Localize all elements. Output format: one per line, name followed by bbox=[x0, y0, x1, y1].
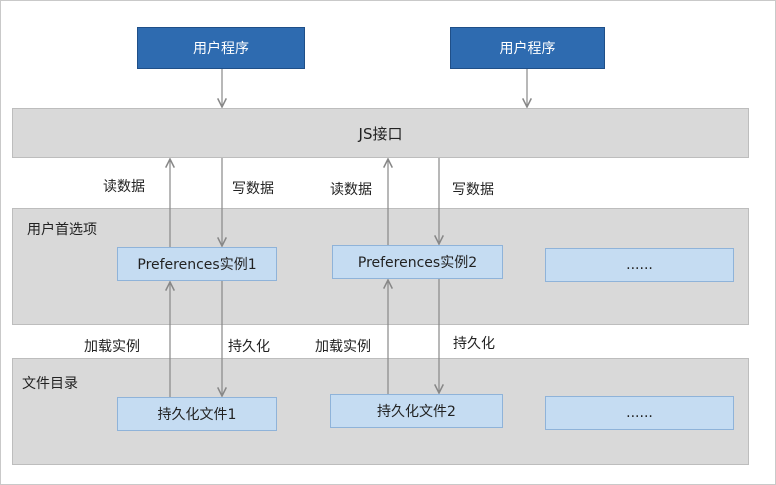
app-box-2: 用户程序 bbox=[450, 27, 605, 69]
preferences-instance-more: ...... bbox=[545, 248, 734, 282]
edge-label-persist-2: 持久化 bbox=[453, 336, 495, 352]
edge-label-read-2: 读数据 bbox=[330, 182, 372, 198]
file-directory-layer-title: 文件目录 bbox=[22, 376, 78, 392]
edge-label-persist-1: 持久化 bbox=[228, 339, 270, 355]
edge-label-write-2: 写数据 bbox=[452, 182, 494, 198]
persistent-file-1: 持久化文件1 bbox=[117, 397, 277, 431]
edge-label-load-2: 加载实例 bbox=[315, 339, 371, 355]
preferences-instance-1: Preferences实例1 bbox=[117, 247, 277, 281]
preferences-instance-2: Preferences实例2 bbox=[332, 245, 503, 279]
persistent-file-2: 持久化文件2 bbox=[330, 394, 503, 428]
edge-label-write-1: 写数据 bbox=[232, 181, 274, 197]
edge-label-read-1: 读数据 bbox=[103, 179, 145, 195]
preferences-layer-title: 用户首选项 bbox=[27, 222, 97, 238]
edge-label-load-1: 加载实例 bbox=[84, 339, 140, 355]
js-interface-layer: JS接口 bbox=[12, 108, 749, 158]
app-box-1: 用户程序 bbox=[137, 27, 305, 69]
persistent-file-more: ...... bbox=[545, 396, 734, 430]
